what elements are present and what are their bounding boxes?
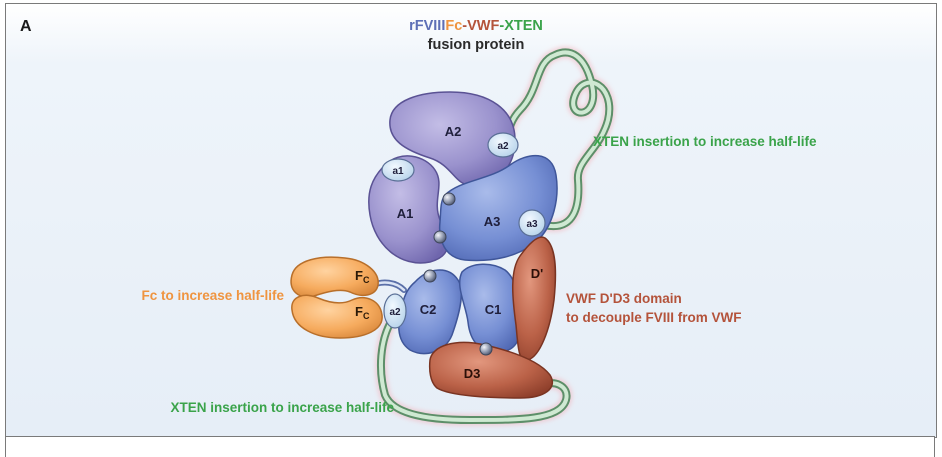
label-a3: A3 bbox=[484, 214, 501, 229]
fc-bottom-subunit bbox=[291, 294, 383, 339]
a2-small-domain-bottom bbox=[383, 293, 407, 329]
label-fc-bottom: FC bbox=[355, 304, 370, 321]
title-dash-1: - bbox=[462, 18, 468, 34]
next-panel-edge bbox=[5, 436, 935, 457]
c1-domain bbox=[458, 263, 522, 353]
label-fc-top-sub: C bbox=[363, 275, 370, 285]
label-c1: C1 bbox=[485, 302, 502, 317]
panel-letter: A bbox=[20, 18, 32, 35]
annotation-xten-bottom: XTEN insertion to increase half-life bbox=[170, 400, 394, 415]
label-a1: A1 bbox=[397, 206, 414, 221]
a2-small-domain-top bbox=[487, 132, 519, 158]
label-fc-top: FC bbox=[355, 268, 370, 285]
a3-small-domain bbox=[518, 209, 546, 237]
annotation-vwf-line1: VWF D'D3 domain bbox=[566, 291, 682, 306]
label-a2-small-top: a2 bbox=[497, 141, 509, 152]
bead-a1-a3-upper bbox=[442, 192, 456, 206]
label-c2: C2 bbox=[420, 302, 437, 317]
bead-c2-linker bbox=[423, 269, 437, 283]
title-line-1: rFVIIIFc-VWF-XTEN bbox=[371, 17, 581, 36]
label-fc-top-letter: F bbox=[355, 268, 363, 283]
xten-bottom-tube bbox=[375, 314, 573, 427]
title-line-2: fusion protein bbox=[427, 37, 525, 53]
xten-top-tube bbox=[498, 46, 616, 233]
d-prime-domain bbox=[511, 236, 557, 361]
label-fc-bottom-letter: F bbox=[355, 304, 363, 319]
title-dash-2: - bbox=[499, 18, 505, 34]
label-fc-bottom-sub: C bbox=[363, 311, 370, 321]
annotation-vwf-line2: to decouple FVIII from VWF bbox=[566, 310, 742, 325]
figure-title: rFVIIIFc-VWF-XTEN fusion protein bbox=[371, 17, 581, 55]
label-a2-small-bottom: a2 bbox=[389, 307, 401, 318]
label-d-prime: D' bbox=[531, 266, 543, 281]
title-xten: XTEN bbox=[504, 18, 543, 34]
title-rfviii: rFVIII bbox=[409, 18, 446, 34]
label-d3: D3 bbox=[464, 366, 481, 381]
title-fc: Fc bbox=[445, 18, 463, 34]
annotation-xten-top: XTEN insertion to increase half-life bbox=[593, 134, 817, 149]
d3-domain bbox=[428, 341, 553, 399]
label-a2: A2 bbox=[445, 124, 462, 139]
bead-a1-a3-lower bbox=[433, 230, 447, 244]
title-vwf: VWF bbox=[467, 18, 500, 34]
bead-d3 bbox=[479, 342, 493, 356]
label-a3-small: a3 bbox=[526, 219, 538, 230]
a1-small-domain bbox=[381, 158, 415, 182]
label-a1-small: a1 bbox=[392, 166, 404, 177]
annotation-fc: Fc to increase half-life bbox=[141, 288, 284, 303]
